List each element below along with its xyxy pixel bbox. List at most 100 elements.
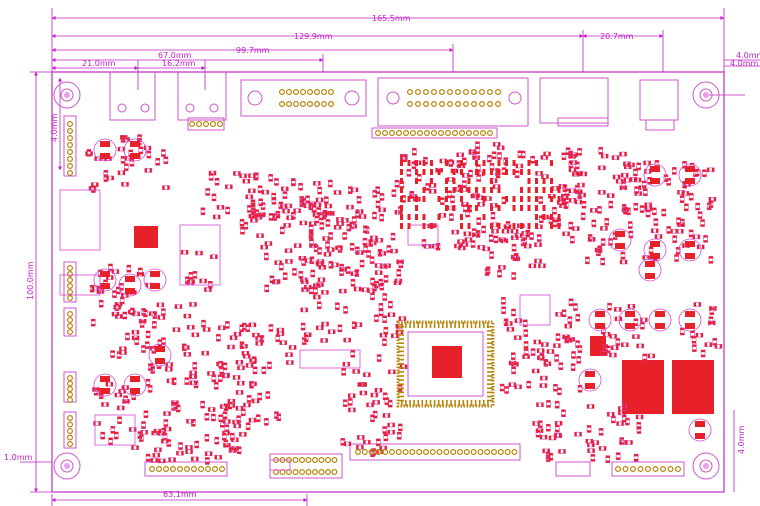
pcb-component <box>557 392 562 395</box>
pcb-component <box>298 271 303 274</box>
pcb-component <box>454 400 456 406</box>
pcb-component <box>390 237 395 241</box>
pcb-component <box>558 184 562 189</box>
pcb-component <box>275 215 280 219</box>
pcb-component <box>663 179 668 182</box>
pcb-component <box>333 190 337 195</box>
pcb-component <box>487 326 493 328</box>
pcb-component <box>266 190 269 195</box>
pcb-component <box>413 400 415 406</box>
pcb-component <box>425 183 430 186</box>
pcb-component <box>375 191 380 194</box>
pcb-component <box>100 283 110 289</box>
pcb-component <box>313 181 316 186</box>
pcb-component <box>389 130 396 137</box>
pcb-component <box>257 397 262 401</box>
pcb-component <box>415 196 418 202</box>
pcb-component <box>398 423 403 427</box>
pcb-component <box>346 218 349 223</box>
pcb-component <box>192 362 197 365</box>
pcb-component <box>526 385 531 389</box>
pcb-component <box>666 178 671 181</box>
pcb-component <box>627 162 630 167</box>
pcb-component <box>331 247 335 252</box>
pcb-component <box>532 421 535 426</box>
pcb-component <box>398 346 404 349</box>
pcb-component <box>241 408 246 412</box>
pcb-component <box>574 432 577 437</box>
pcb-component <box>703 240 708 243</box>
pcb-component <box>151 351 156 354</box>
pcb-component <box>385 264 388 269</box>
pcb-component <box>108 268 113 271</box>
pcb-component <box>412 148 417 151</box>
pcb-component <box>194 385 199 388</box>
pcb-component <box>542 448 545 453</box>
pcb-component <box>600 351 603 356</box>
pcb-component <box>533 263 536 268</box>
pcb-component <box>450 195 455 199</box>
pcb-component <box>264 423 269 426</box>
pcb-component <box>511 229 514 234</box>
pcb-component <box>415 160 418 166</box>
pcb-component <box>516 235 519 240</box>
pcb-component <box>598 165 601 170</box>
pcb-component <box>93 373 117 397</box>
pcb-component <box>645 273 655 279</box>
pcb-component <box>274 183 279 186</box>
pcb-component <box>544 435 547 440</box>
pcb-component <box>347 362 350 367</box>
pcb-component <box>203 327 206 332</box>
pcb-component <box>467 187 471 193</box>
pcb-component <box>541 342 544 347</box>
pcb-component <box>161 428 166 431</box>
pcb-component <box>497 152 502 155</box>
pcb-component <box>603 446 607 451</box>
pcb-component <box>155 358 165 364</box>
pcb-component <box>402 159 407 162</box>
pcb-component <box>524 244 527 249</box>
pcb-component <box>375 393 378 398</box>
pcb-component <box>564 338 568 343</box>
pcb-component <box>511 352 516 355</box>
pcb-component <box>311 210 316 213</box>
pcb-component <box>253 173 256 178</box>
pcb-component <box>487 367 493 369</box>
qfp-thermal-pad <box>432 346 462 378</box>
pcb-component <box>460 187 463 193</box>
pcb-component <box>125 288 135 294</box>
pcb-component <box>130 153 140 159</box>
pcb-component <box>340 245 343 250</box>
pcb-component <box>66 163 73 170</box>
pcb-component <box>301 203 306 206</box>
pcb-component <box>285 352 288 357</box>
pcb-component <box>130 307 135 311</box>
pcb-component <box>422 214 426 220</box>
pcb-component <box>354 224 357 229</box>
pcb-component <box>697 211 702 214</box>
pcb-component <box>476 179 481 182</box>
pcb-component <box>458 322 460 328</box>
pcb-component <box>116 312 119 317</box>
pcb-component <box>261 190 264 195</box>
pcb-component <box>471 240 476 243</box>
pcb-component <box>251 208 256 211</box>
pcb-component <box>608 228 632 252</box>
pcb-component <box>223 403 228 406</box>
pcb-component <box>485 273 490 276</box>
pcb-component <box>243 227 248 230</box>
pcb-component <box>540 428 544 433</box>
pcb-component <box>361 250 364 255</box>
pcb-component <box>232 403 235 408</box>
pcb-component <box>684 208 689 211</box>
pcb-component <box>309 291 314 294</box>
pcb-component <box>471 88 478 95</box>
pcb-component <box>459 130 466 137</box>
pcb-component <box>241 351 245 356</box>
pcb-component <box>401 322 403 328</box>
pcb-component <box>519 233 523 238</box>
pcb-component <box>145 341 150 344</box>
pcb-component <box>370 414 375 418</box>
pcb-component <box>689 229 694 233</box>
pcb-component <box>194 370 197 375</box>
